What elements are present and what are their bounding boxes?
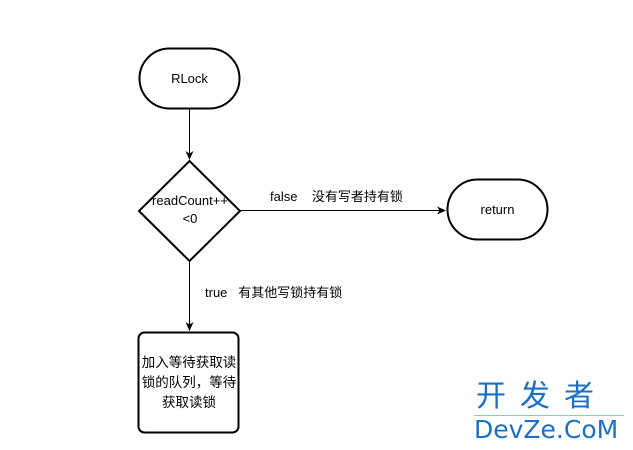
return-node-label: return [480,201,515,217]
start-node-label: RLock [171,70,208,86]
start-node-shape [138,47,241,110]
watermark-logo: 开发者 DevZe.CoM [474,380,624,444]
decision-condition-line2: <0 [182,211,198,226]
edge-false-label: false 没有写者持有锁 [270,189,403,204]
watermark-cn-text: 开发者 [476,379,608,414]
watermark-en-text: DevZe.CoM [474,415,619,444]
edge-true-label: true 有其他写锁持有锁 [205,285,343,300]
wait-node-shape [137,331,240,434]
return-node-shape [446,178,549,241]
watermark-divider [474,415,624,416]
decision-condition-line1: readCount++ [152,193,228,208]
decision-node-label: readCount++ <0 [130,190,250,230]
wait-node-label: 加入等待获取读锁的队列，等待获取读锁 [141,354,237,410]
